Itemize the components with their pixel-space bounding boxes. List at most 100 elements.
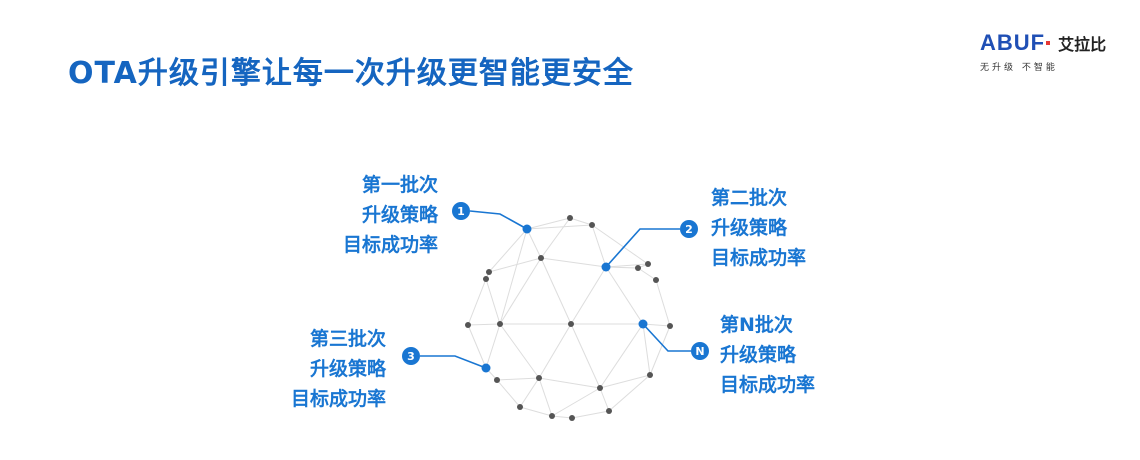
sphere-edge <box>605 266 644 325</box>
logo-slogan: 无升级 不智能 <box>980 63 1058 73</box>
sphere-node <box>568 321 574 327</box>
sphere-edge <box>599 323 644 389</box>
sphere-edge <box>599 374 651 389</box>
sphere-edge <box>642 323 671 327</box>
page-title: OTA升级引擎让每一次升级更智能更安全 <box>68 56 634 91</box>
sphere-edge <box>485 278 501 325</box>
batch-badge-text: 2 <box>685 223 693 236</box>
sphere-edges <box>467 217 671 419</box>
sphere-edge <box>538 377 553 417</box>
sphere-edge <box>538 323 572 379</box>
sphere-node <box>606 408 612 414</box>
sphere-edge <box>499 323 540 379</box>
sphere-edge <box>649 325 671 376</box>
batch-n-line-1: 第N批次 <box>720 314 793 336</box>
sphere-edge <box>485 323 501 369</box>
sphere-edge <box>540 257 607 268</box>
sphere-node <box>517 404 523 410</box>
sphere-node <box>567 215 573 221</box>
sphere-edge <box>467 323 501 326</box>
sphere-node <box>597 385 603 391</box>
sphere-node <box>549 413 555 419</box>
sphere-node <box>483 276 489 282</box>
batch-badge <box>691 342 709 360</box>
batch-2-line-2: 升级策略 <box>711 217 788 239</box>
sphere-node <box>569 415 575 421</box>
sphere-node <box>635 265 641 271</box>
sphere-edge <box>526 217 571 230</box>
batch-badge <box>680 220 698 238</box>
sphere-node <box>645 261 651 267</box>
callout-line <box>420 355 487 369</box>
sphere-edge <box>540 257 572 325</box>
sphere-node <box>465 322 471 328</box>
callout-line <box>469 210 528 230</box>
sphere-edge <box>499 257 542 325</box>
sphere-edge <box>570 323 601 389</box>
batch-3-label: 第三批次 升级策略 目标成功率 <box>248 324 386 414</box>
sphere-edge <box>591 224 607 268</box>
sphere-node <box>536 375 542 381</box>
sphere-edge <box>599 387 610 412</box>
sphere-edge <box>467 324 487 369</box>
sphere-edge <box>526 224 593 230</box>
callout-line <box>642 323 691 352</box>
sphere-edge <box>571 410 610 419</box>
sphere-nodes <box>465 215 673 421</box>
sphere-edge <box>488 228 528 273</box>
logo-cn-text: 艾拉比 <box>1058 35 1107 54</box>
batch-3-line-1: 第三批次 <box>309 328 386 350</box>
sphere-node <box>667 323 673 329</box>
batch-badge-text: 3 <box>407 350 415 363</box>
sphere-edge <box>496 379 521 408</box>
batch-1-line-3: 目标成功率 <box>342 234 438 256</box>
batch-2-line-3: 目标成功率 <box>711 247 807 269</box>
sphere-node <box>589 222 595 228</box>
batch-1-label: 第一批次 升级策略 目标成功率 <box>300 170 438 260</box>
batch-1-line-1: 第一批次 <box>361 174 438 196</box>
sphere-edge <box>496 377 540 381</box>
callout-lines: 1 2 3 N <box>402 202 709 369</box>
sphere-edge <box>488 257 542 273</box>
sphere-edge <box>642 323 651 376</box>
sphere-node <box>486 269 492 275</box>
batch-3-line-2: 升级策略 <box>309 358 386 380</box>
sphere-edge <box>591 224 649 265</box>
sphere-edge <box>538 377 601 389</box>
batch-badge <box>402 347 420 365</box>
sphere-edge <box>526 228 542 259</box>
sphere-edge <box>605 263 649 268</box>
sphere-edge <box>551 415 573 419</box>
sphere-node <box>653 277 659 283</box>
sphere-node <box>647 372 653 378</box>
batch-n-line-3: 目标成功率 <box>720 374 816 396</box>
batch-2-line-1: 第二批次 <box>711 187 788 209</box>
sphere-node <box>497 321 503 327</box>
callout-line <box>605 228 680 268</box>
logo-mark-icon <box>1046 41 1051 45</box>
sphere-edge <box>569 217 593 226</box>
batch-badge-text: N <box>695 345 704 358</box>
sphere-edge <box>570 266 607 325</box>
sphere-edge <box>467 278 487 326</box>
sphere-edge <box>499 228 528 325</box>
sphere-edge <box>605 266 639 269</box>
batch-2-label: 第二批次 升级策略 目标成功率 <box>711 183 851 273</box>
batch-n-line-2: 升级策略 <box>720 344 797 366</box>
sphere-edge <box>608 374 651 412</box>
sphere-edge <box>637 267 657 281</box>
batch-n-label: 第N批次 升级策略 目标成功率 <box>720 310 860 400</box>
brand-logo: ABUF 艾拉比 无升级 不智能 <box>980 30 1120 73</box>
sphere-edge <box>655 279 671 327</box>
batch-3-line-3: 目标成功率 <box>290 388 386 410</box>
sphere-node <box>538 255 544 261</box>
batch-1-line-2: 升级策略 <box>361 204 438 226</box>
sphere-edge <box>540 217 571 259</box>
batch-badge-text: 1 <box>457 205 465 218</box>
logo-brand-text: ABUF <box>980 30 1046 55</box>
sphere-edge <box>519 406 553 417</box>
sphere-node <box>494 377 500 383</box>
sphere-edge <box>551 387 601 417</box>
batch-badge <box>452 202 470 220</box>
